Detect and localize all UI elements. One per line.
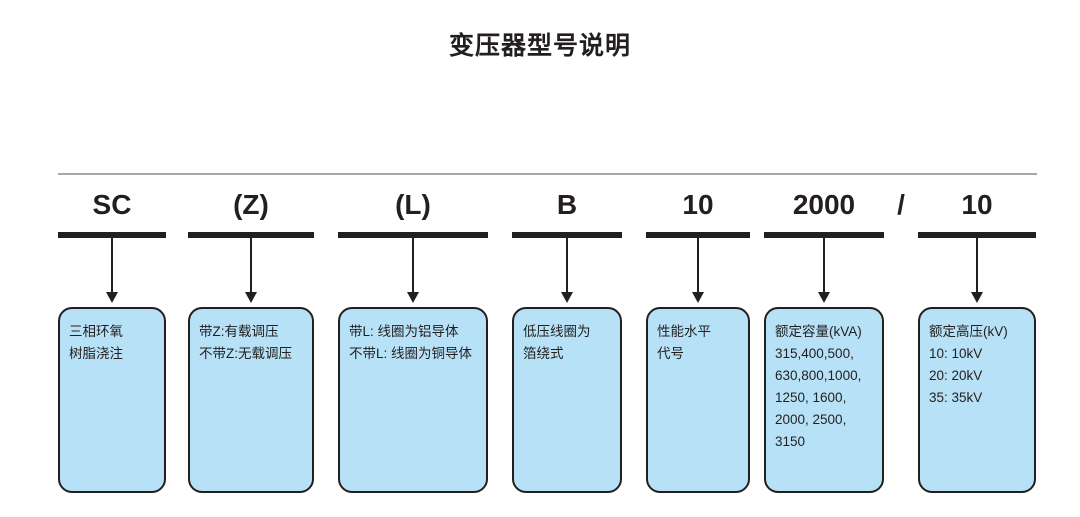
description-line: 3150 (775, 434, 806, 449)
model-code-breakdown: SC 三相环氧 树脂浇注 (Z) 带Z:有载调压 不带Z:无载调压 (L) 带L… (0, 185, 1080, 505)
header-divider (58, 173, 1037, 175)
description-box-sc: 三相环氧 树脂浇注 (58, 307, 166, 493)
description-line: 三相环氧 (69, 324, 123, 339)
code-underline-performance-level (646, 232, 750, 238)
description-line: 树脂浇注 (69, 346, 123, 361)
arrow-down-icon-l (407, 238, 419, 303)
page-title: 变压器型号说明 (448, 32, 631, 60)
code-label-b: B (556, 189, 578, 220)
description-line: 2000, 2500, (775, 412, 847, 427)
description-line: 额定容量(kVA) (775, 324, 862, 339)
description-line: 不带L: 线圈为铜导体 (349, 346, 473, 361)
arrow-down-icon-rated-high-voltage (971, 238, 983, 303)
arrow-down-icon-rated-capacity (818, 238, 830, 303)
arrow-down-icon-performance-level (692, 238, 704, 303)
code-separator-slash: / (897, 189, 905, 220)
description-line: 35: 35kV (929, 390, 983, 405)
code-underline-rated-high-voltage (918, 232, 1036, 238)
arrow-down-icon-sc (106, 238, 118, 303)
description-line: 低压线圈为 (523, 324, 591, 339)
arrow-down-icon-z (245, 238, 257, 303)
description-line: 1250, 1600, (775, 390, 847, 405)
code-label-rated-capacity: 2000 (792, 189, 856, 220)
description-box-l: 带L: 线圈为铝导体 不带L: 线圈为铜导体 (338, 307, 488, 493)
code-underline-b (512, 232, 622, 238)
description-box-rated-capacity: 额定容量(kVA) 315,400,500, 630,800,1000, 125… (764, 307, 884, 493)
code-label-l: (L) (395, 189, 431, 220)
description-line: 带L: 线圈为铝导体 (349, 324, 459, 339)
description-line: 代号 (657, 346, 684, 361)
code-label-z: (Z) (233, 189, 269, 220)
description-line: 20: 20kV (929, 368, 983, 383)
description-box-z: 带Z:有载调压 不带Z:无载调压 (188, 307, 314, 493)
description-line: 10: 10kV (929, 346, 983, 361)
code-underline-sc (58, 232, 166, 238)
code-underline-l (338, 232, 488, 238)
description-line: 630,800,1000, (775, 368, 862, 383)
description-box-b: 低压线圈为 箔绕式 (512, 307, 622, 493)
description-line: 不带Z:无载调压 (199, 346, 292, 361)
code-label-performance-level: 10 (682, 189, 714, 220)
arrow-down-icon-b (561, 238, 573, 303)
description-line: 性能水平 (657, 324, 711, 339)
description-line: 带Z:有载调压 (199, 324, 279, 339)
code-underline-z (188, 232, 314, 238)
description-line: 315,400,500, (775, 346, 854, 361)
description-box-rated-high-voltage: 额定高压(kV) 10: 10kV 20: 20kV 35: 35kV (918, 307, 1036, 493)
code-label-rated-high-voltage: 10 (961, 189, 993, 220)
code-label-sc: SC (92, 189, 132, 220)
code-underline-rated-capacity (764, 232, 884, 238)
description-box-performance-level: 性能水平 代号 (646, 307, 750, 493)
description-line: 额定高压(kV) (929, 324, 1008, 339)
description-line: 箔绕式 (523, 346, 564, 361)
